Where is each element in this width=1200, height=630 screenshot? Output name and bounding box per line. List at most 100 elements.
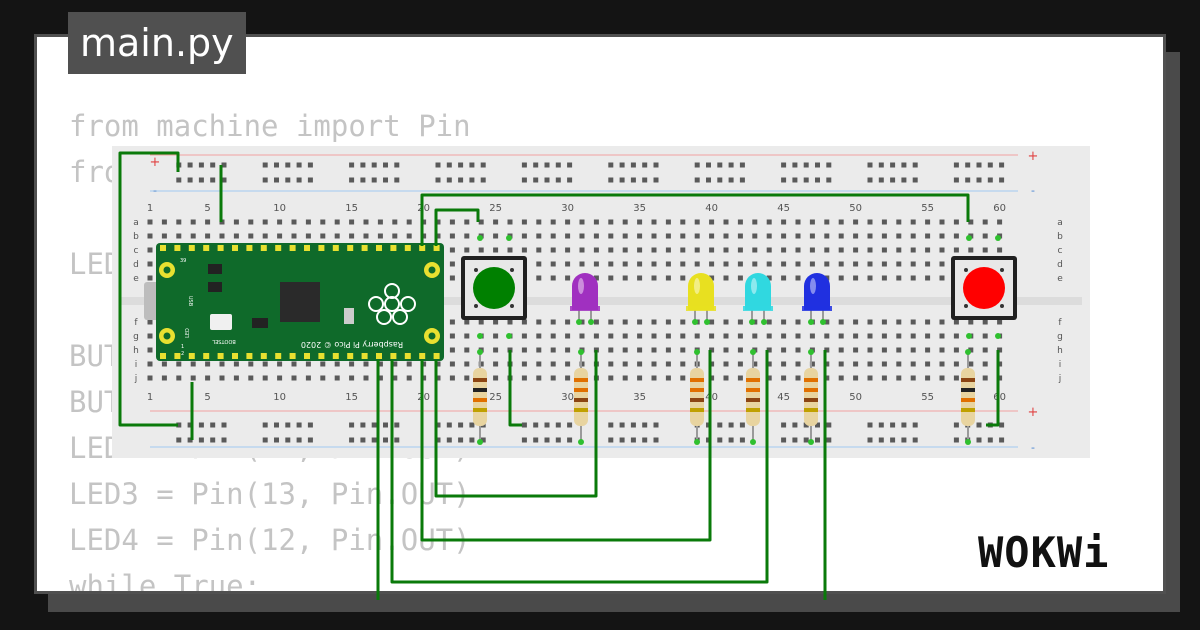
breadboard-hole[interactable]: [550, 233, 556, 239]
rail-hole[interactable]: [642, 177, 648, 183]
breadboard-hole[interactable]: [291, 361, 297, 367]
rail-hole[interactable]: [285, 422, 291, 428]
rail-hole[interactable]: [458, 437, 464, 443]
breadboard-hole[interactable]: [824, 247, 830, 253]
breadboard-hole[interactable]: [305, 361, 311, 367]
breadboard-hole[interactable]: [233, 361, 239, 367]
breadboard-hole[interactable]: [824, 233, 830, 239]
breadboard-hole[interactable]: [248, 233, 254, 239]
breadboard-hole[interactable]: [219, 361, 225, 367]
breadboard-hole[interactable]: [363, 361, 369, 367]
pico-pin[interactable]: [160, 353, 166, 359]
led[interactable]: [686, 273, 716, 325]
breadboard-hole[interactable]: [147, 219, 153, 225]
rail-hole[interactable]: [608, 437, 614, 443]
rail-hole[interactable]: [198, 162, 204, 168]
breadboard-hole[interactable]: [896, 261, 902, 267]
breadboard-hole[interactable]: [622, 219, 628, 225]
breadboard-hole[interactable]: [262, 361, 268, 367]
rail-hole[interactable]: [953, 437, 959, 443]
breadboard-hole[interactable]: [608, 319, 614, 325]
breadboard-hole[interactable]: [608, 275, 614, 281]
rail-hole[interactable]: [815, 422, 820, 428]
breadboard-hole[interactable]: [795, 247, 801, 253]
rail-hole[interactable]: [976, 422, 982, 428]
breadboard-hole[interactable]: [349, 375, 355, 381]
breadboard-hole[interactable]: [694, 261, 700, 267]
rail-hole[interactable]: [815, 162, 820, 168]
pico-pin[interactable]: [275, 353, 282, 359]
breadboard-hole[interactable]: [968, 361, 974, 367]
rail-hole[interactable]: [394, 422, 400, 428]
breadboard-hole[interactable]: [795, 375, 801, 381]
pico-pin[interactable]: [361, 245, 368, 251]
breadboard-hole[interactable]: [478, 319, 484, 325]
breadboard-hole[interactable]: [997, 361, 1003, 367]
rail-hole[interactable]: [349, 437, 355, 443]
breadboard-hole[interactable]: [853, 261, 859, 267]
breadboard-hole[interactable]: [853, 219, 859, 225]
pico-pin[interactable]: [304, 353, 310, 359]
breadboard-hole[interactable]: [838, 319, 844, 325]
rail-hole[interactable]: [987, 437, 993, 443]
rail-hole[interactable]: [371, 162, 377, 168]
breadboard-hole[interactable]: [881, 275, 887, 281]
rail-hole[interactable]: [901, 162, 907, 168]
breadboard-hole[interactable]: [608, 375, 614, 381]
breadboard-hole[interactable]: [608, 233, 614, 239]
rail-hole[interactable]: [446, 422, 452, 428]
rail-hole[interactable]: [469, 162, 475, 168]
breadboard-hole[interactable]: [334, 219, 340, 225]
breadboard-hole[interactable]: [737, 333, 743, 339]
rail-hole[interactable]: [953, 162, 959, 168]
breadboard-hole[interactable]: [680, 275, 686, 281]
rail-hole[interactable]: [608, 177, 614, 183]
rail-hole[interactable]: [555, 162, 561, 168]
breadboard-hole[interactable]: [939, 375, 945, 381]
pico-pin[interactable]: [419, 245, 426, 251]
breadboard-hole[interactable]: [982, 361, 988, 367]
breadboard-hole[interactable]: [896, 347, 902, 353]
breadboard-hole[interactable]: [161, 375, 167, 381]
rail-hole[interactable]: [521, 422, 527, 428]
breadboard-hole[interactable]: [766, 219, 772, 225]
rail-hole[interactable]: [187, 162, 193, 168]
breadboard-hole[interactable]: [925, 333, 931, 339]
breadboard-hole[interactable]: [147, 375, 153, 381]
breadboard-hole[interactable]: [521, 219, 527, 225]
rail-hole[interactable]: [360, 422, 366, 428]
rail-hole[interactable]: [360, 437, 366, 443]
breadboard-hole[interactable]: [953, 347, 959, 353]
pico-pin[interactable]: [376, 245, 382, 251]
breadboard-hole[interactable]: [665, 333, 671, 339]
breadboard-hole[interactable]: [737, 219, 743, 225]
breadboard-hole[interactable]: [997, 247, 1003, 253]
breadboard-hole[interactable]: [737, 347, 743, 353]
rail-hole[interactable]: [394, 437, 400, 443]
breadboard-hole[interactable]: [622, 233, 628, 239]
rail-hole[interactable]: [803, 437, 809, 443]
pico-pin[interactable]: [404, 245, 411, 251]
rail-hole[interactable]: [176, 177, 182, 183]
breadboard-hole[interactable]: [449, 247, 455, 253]
breadboard-hole[interactable]: [997, 375, 1003, 381]
rail-hole[interactable]: [781, 162, 787, 168]
pico-pin[interactable]: [376, 353, 382, 359]
breadboard-hole[interactable]: [464, 333, 470, 339]
breadboard-hole[interactable]: [521, 361, 527, 367]
breadboard-hole[interactable]: [593, 261, 599, 267]
rail-hole[interactable]: [285, 162, 291, 168]
breadboard-hole[interactable]: [867, 233, 873, 239]
rail-hole[interactable]: [198, 422, 204, 428]
pico-pin[interactable]: [289, 245, 296, 251]
rail-hole[interactable]: [480, 437, 486, 443]
breadboard-hole[interactable]: [521, 233, 527, 239]
breadboard-hole[interactable]: [723, 261, 729, 267]
breadboard-hole[interactable]: [593, 319, 599, 325]
rail-hole[interactable]: [480, 177, 486, 183]
breadboard-hole[interactable]: [680, 247, 686, 253]
breadboard-hole[interactable]: [896, 233, 902, 239]
breadboard-hole[interactable]: [262, 233, 268, 239]
rail-hole[interactable]: [187, 437, 193, 443]
rail-hole[interactable]: [480, 162, 486, 168]
